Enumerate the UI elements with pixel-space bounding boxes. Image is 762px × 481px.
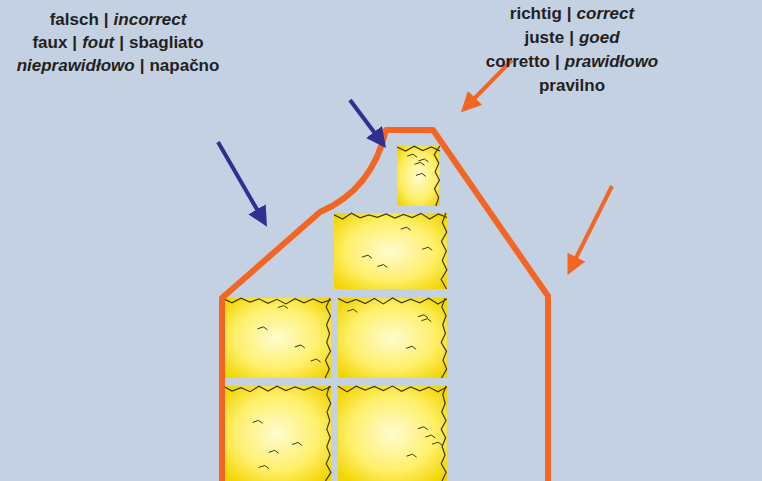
straw-stroke [421,319,431,322]
straw-stroke [259,465,269,468]
separator: | [140,56,145,75]
hay-bale [397,146,440,206]
straw-texture [223,146,447,481]
language-word: corretto [486,52,550,71]
straw-stroke [334,213,447,219]
wrong-arrow [218,142,262,218]
straw-stroke [432,442,442,445]
language-word: incorrect [114,10,187,29]
text-line: faux | fout | sbagliato [32,33,203,53]
separator: | [72,33,77,52]
language-word: nieprawidłowo [17,56,135,75]
separator: | [567,4,572,23]
hay-bale [338,386,447,481]
separator: | [119,33,124,52]
straw-stroke [406,346,416,349]
language-word: sbagliato [129,33,204,52]
straw-stroke [441,298,446,378]
language-word: falsch [50,10,99,29]
straw-stroke [425,435,435,438]
straw-stroke [295,345,305,348]
hay-bale [223,386,331,481]
straw-stroke [434,146,440,206]
straw-stroke [325,298,330,378]
straw-stroke [311,359,321,362]
straw-stroke [397,146,440,151]
straw-stroke [407,454,417,457]
straw-stroke [401,227,411,230]
language-word: prawidłowo [565,52,659,71]
correct-arrow [572,186,612,266]
language-word: correct [577,4,635,23]
language-word: napačno [149,56,219,75]
straw-stroke [223,386,331,392]
text-line: juste | goed [524,28,619,48]
straw-stroke [418,159,428,162]
wrong-arrow [350,100,380,140]
text-line: falsch | incorrect [50,10,187,30]
straw-stroke [441,213,447,289]
language-word: goed [579,28,620,47]
separator: | [569,28,574,47]
straw-stroke [414,162,424,165]
straw-stroke [416,173,426,176]
straw-stroke [418,315,428,318]
straw-stroke [269,450,279,453]
text-line: corretto | prawidłowo [486,52,659,72]
text-line: richtig | correct [510,4,634,24]
straw-stroke [338,386,447,392]
straw-stroke [223,298,331,304]
straw-stroke [422,247,432,250]
separator: | [104,10,109,29]
language-word: pravilno [539,76,605,95]
hay-bale [223,298,331,378]
language-word: faux [32,33,67,52]
hay-bales [223,146,447,481]
language-word: juste [524,28,564,47]
straw-stroke [377,265,387,268]
text-line: pravilno [539,76,605,96]
straw-stroke [362,255,372,258]
hay-bale [338,298,447,378]
text-line: nieprawidłowo |napačno [17,56,220,76]
straw-stroke [325,386,330,481]
straw-stroke [292,442,302,445]
separator: | [555,52,560,71]
straw-stroke [441,386,446,481]
straw-stroke [278,306,288,309]
tarp-outline [222,130,548,481]
language-word: richtig [510,4,562,23]
straw-stroke [418,427,428,430]
straw-stroke [347,309,357,312]
straw-stroke [338,298,447,304]
straw-stroke [407,154,417,157]
straw-stroke [257,327,267,330]
hay-bale [334,213,447,289]
straw-stroke [253,420,263,423]
language-word: fout [82,33,114,52]
